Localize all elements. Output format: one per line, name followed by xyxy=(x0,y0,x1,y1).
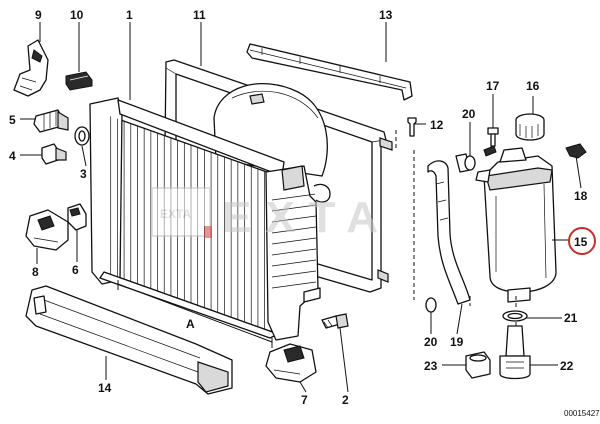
callout-15: 15 xyxy=(574,235,588,249)
callout-17: 17 xyxy=(486,79,500,93)
part-bracket-8 xyxy=(25,209,69,251)
callout-13: 13 xyxy=(379,8,393,22)
callout-20-lower: 20 xyxy=(424,335,438,349)
callout-20-upper: 20 xyxy=(462,107,476,121)
part-ring-20-lower xyxy=(425,297,437,313)
radiator-tank-ribs xyxy=(271,193,317,289)
part-bracket-7 xyxy=(265,343,317,383)
part-expansion-tank xyxy=(475,147,557,303)
callout-6: 6 xyxy=(72,263,79,277)
part-plug-10 xyxy=(65,71,93,91)
part-sensor-22 xyxy=(499,325,531,380)
watermark-text: EXTA xyxy=(222,193,392,242)
tank-rib-line xyxy=(271,248,317,256)
part-screw-17 xyxy=(487,127,499,147)
part-clip-18 xyxy=(565,143,587,159)
callout-4: 4 xyxy=(9,149,16,163)
callout-2: 2 xyxy=(342,393,349,407)
part-mount-6 xyxy=(67,203,87,231)
part-nut-23 xyxy=(465,351,491,379)
tank-rib-line xyxy=(271,281,317,289)
callout-12: 12 xyxy=(430,118,444,132)
callout-numbers: 9 10 1 11 13 5 4 3 8 6 14 7 2 12 20 17 1… xyxy=(9,8,596,407)
part-switch-5 xyxy=(33,109,69,133)
callout-11: 11 xyxy=(193,8,206,22)
tank-rib-line xyxy=(271,193,317,201)
part-ring-21 xyxy=(502,310,528,322)
tank-rib-line xyxy=(271,259,317,267)
part-seal-strip xyxy=(246,43,413,101)
watermark: EXTA EXTA xyxy=(151,187,392,242)
callout-16: 16 xyxy=(526,79,540,93)
watermark-logo-box xyxy=(151,187,211,237)
callout-22: 22 xyxy=(560,359,574,373)
part-ring-3 xyxy=(74,126,90,146)
dimension-a: A xyxy=(117,280,273,348)
dimension-label: A xyxy=(186,317,195,331)
watermark-logo-text: EXTA xyxy=(160,207,191,221)
callout-7: 7 xyxy=(301,393,308,407)
part-bracket-9 xyxy=(13,39,49,97)
part-support-rail xyxy=(25,285,233,395)
callout-19: 19 xyxy=(450,335,464,349)
part-plug-4 xyxy=(41,143,67,165)
watermark-accent xyxy=(204,226,212,238)
callout-21: 21 xyxy=(564,311,578,325)
callout-23: 23 xyxy=(424,359,438,373)
callout-1: 1 xyxy=(126,8,133,22)
callout-3: 3 xyxy=(80,167,87,181)
part-bolt-2 xyxy=(321,313,349,329)
callout-10: 10 xyxy=(70,8,84,22)
callout-14: 14 xyxy=(98,381,112,395)
callout-18: 18 xyxy=(574,189,588,203)
tank-rib-line xyxy=(271,270,317,278)
part-screw-12 xyxy=(407,117,417,137)
tank-rib-line xyxy=(271,204,317,212)
tank-rib-line xyxy=(271,237,317,245)
document-number: 00015427 xyxy=(564,409,600,418)
part-cap-16 xyxy=(515,113,545,141)
leader-lines xyxy=(20,22,582,393)
callout-8: 8 xyxy=(32,265,39,279)
part-hose-19 xyxy=(427,153,471,305)
callout-5: 5 xyxy=(9,113,16,127)
assembly-lines xyxy=(395,130,517,328)
tank-rib-line xyxy=(271,226,317,234)
callout-9: 9 xyxy=(35,8,42,22)
tank-rib-line xyxy=(271,215,317,223)
highlight-circle xyxy=(568,227,596,255)
